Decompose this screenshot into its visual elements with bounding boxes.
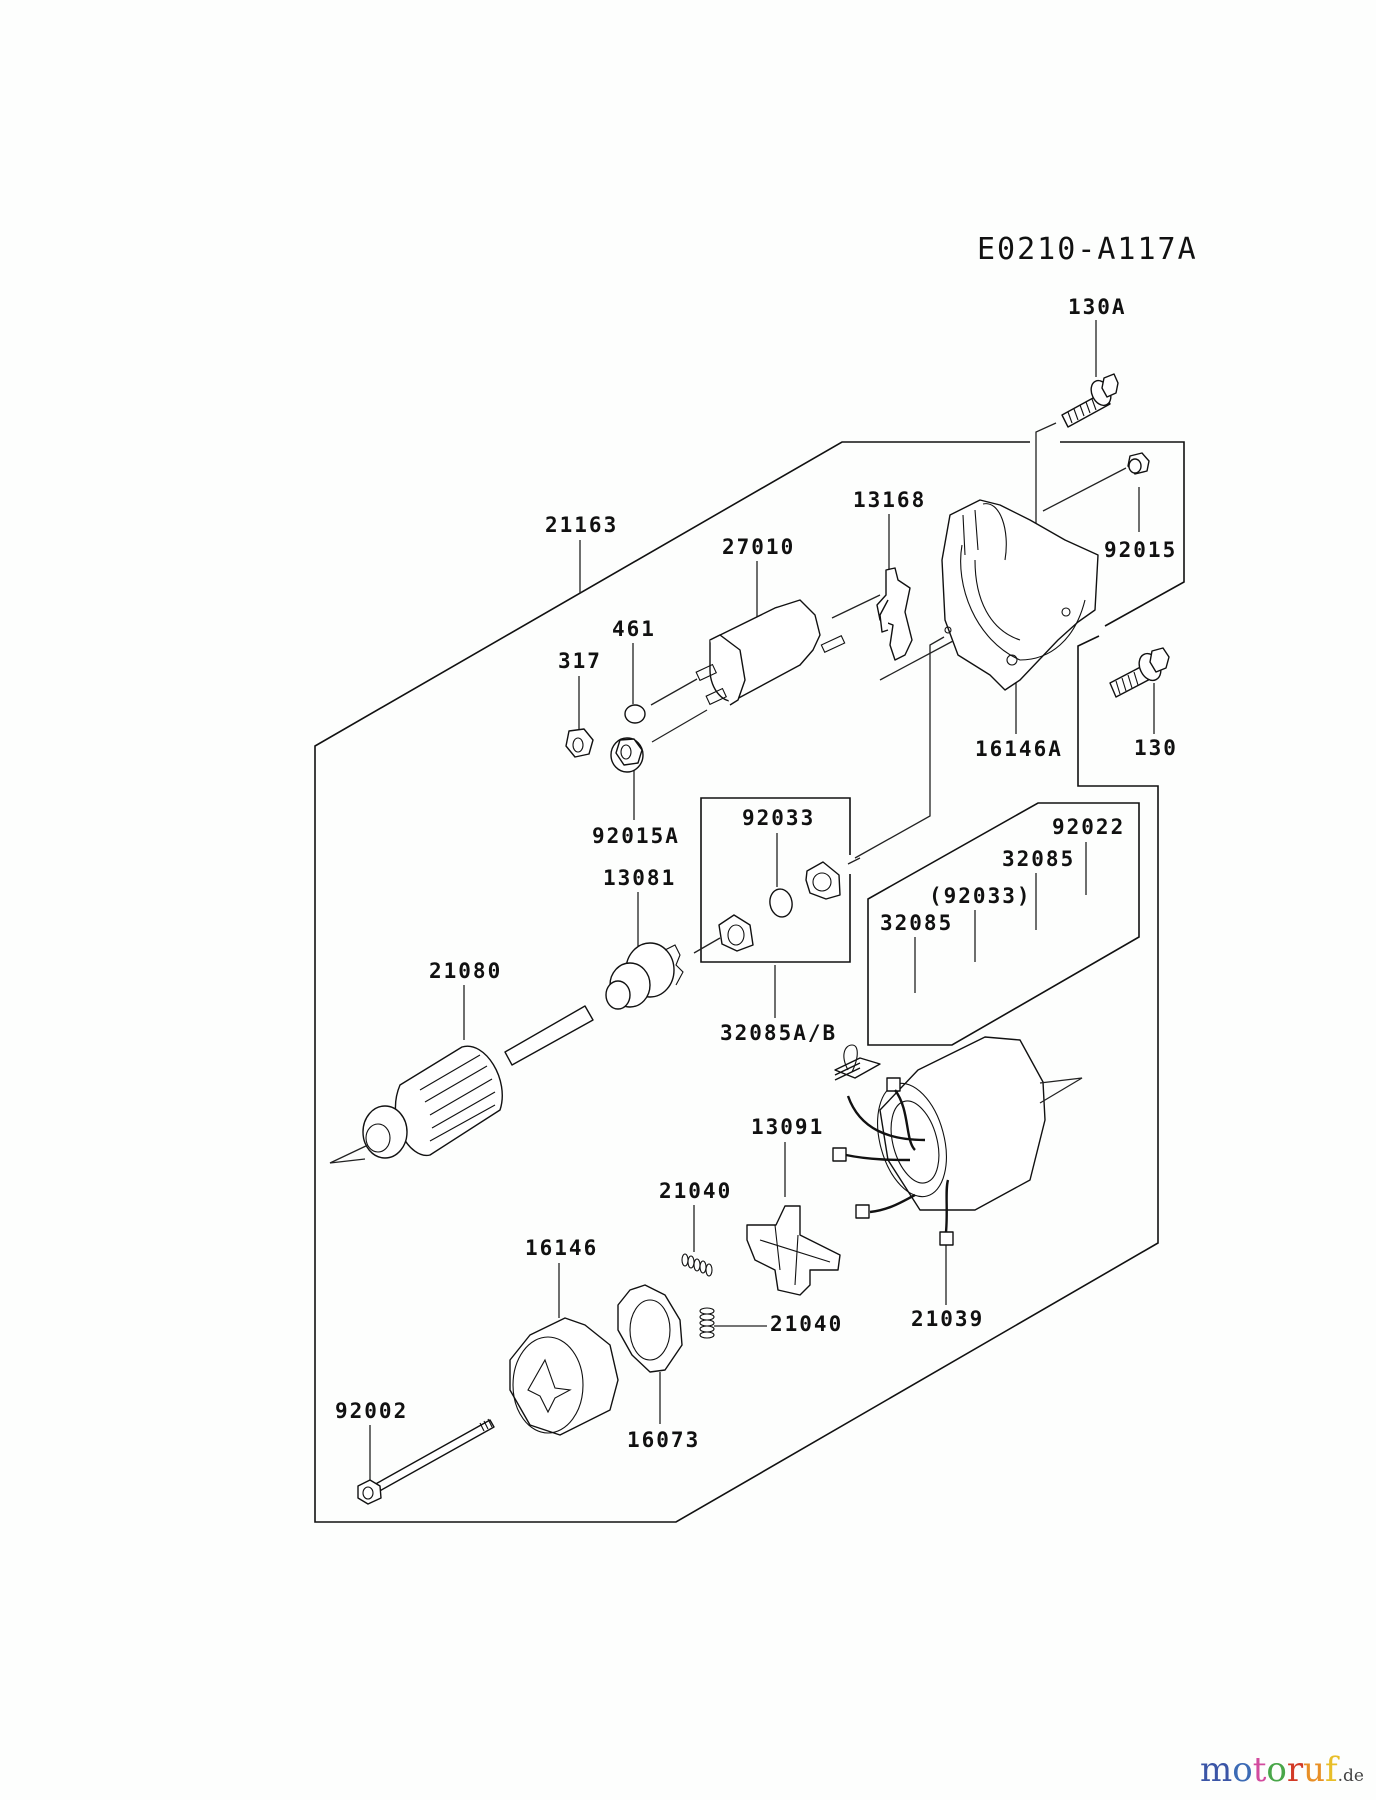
rear-cover-16146-icon[interactable]	[509, 1317, 619, 1436]
brush-plate-16073-icon[interactable]	[617, 1284, 683, 1373]
watermark-logo: motoruf.de	[1200, 1750, 1364, 1790]
brush-spring-21040-upper-icon[interactable]	[681, 1253, 713, 1277]
nut-92015-icon[interactable]	[1127, 452, 1150, 475]
label-21040-lower[interactable]: 21040	[770, 1312, 843, 1336]
watermark-letter-m: m	[1199, 1750, 1233, 1790]
label-32085AB[interactable]: 32085A/B	[720, 1021, 837, 1045]
label-92002[interactable]: 92002	[335, 1399, 408, 1423]
collar-32085-kit-left-icon[interactable]	[693, 914, 754, 954]
label-32085-lower[interactable]: 32085	[880, 911, 953, 935]
armature-21080-icon[interactable]	[329, 1005, 594, 1164]
watermark-letter-o2: o	[1266, 1750, 1287, 1790]
watermark-letter-o1: o	[1232, 1750, 1253, 1790]
label-92015[interactable]: 92015	[1104, 538, 1177, 562]
label-92033-ref[interactable]: (92033)	[929, 884, 1032, 908]
nut-317-icon[interactable]	[565, 728, 594, 758]
bolt-130-icon[interactable]	[1109, 647, 1170, 698]
kit-box-link	[847, 857, 861, 865]
part-labels: 130A 92015 130 21163 13168 27010 461 317…	[335, 295, 1178, 1452]
watermark-letter-t: t	[1252, 1750, 1267, 1790]
brush-holder-13091-icon[interactable]	[746, 1205, 841, 1296]
label-92015A[interactable]: 92015A	[592, 824, 680, 848]
snap-ring-92033-icon[interactable]	[768, 887, 795, 918]
leader-housing-armature	[879, 640, 954, 681]
label-13168[interactable]: 13168	[853, 488, 926, 512]
bolt-130A-icon[interactable]	[1061, 373, 1119, 428]
shift-lever-13168-icon[interactable]	[831, 567, 913, 661]
label-16146[interactable]: 16146	[525, 1236, 598, 1260]
watermark-tld: .de	[1337, 1766, 1364, 1786]
label-32085-upper[interactable]: 32085	[1002, 847, 1075, 871]
collar-32085-kit-icon[interactable]	[805, 861, 841, 900]
diagram-title: E0210-A117A	[977, 232, 1198, 267]
label-16073[interactable]: 16073	[627, 1428, 700, 1452]
label-92022[interactable]: 92022	[1052, 815, 1125, 839]
leader-lines	[369, 320, 1155, 1486]
label-16146A[interactable]: 16146A	[975, 737, 1063, 761]
flange-nut-92015A-icon[interactable]	[610, 737, 644, 773]
solenoid-27010-icon[interactable]	[650, 599, 846, 743]
label-21039[interactable]: 21039	[911, 1307, 984, 1331]
label-27010[interactable]: 27010	[722, 535, 795, 559]
label-130A[interactable]: 130A	[1068, 295, 1127, 319]
yoke-21039-icon[interactable]	[832, 1036, 1083, 1246]
label-317[interactable]: 317	[558, 649, 602, 673]
lock-washer-461-icon[interactable]	[624, 704, 646, 724]
watermark-letter-f: f	[1325, 1750, 1338, 1790]
watermark-letter-r: r	[1286, 1750, 1304, 1790]
label-130[interactable]: 130	[1134, 736, 1178, 760]
label-13091[interactable]: 13091	[751, 1115, 824, 1139]
front-housing-16146A-icon[interactable]	[941, 499, 1099, 691]
label-21040-upper[interactable]: 21040	[659, 1179, 732, 1203]
kit-box-32085	[867, 802, 1140, 1046]
brush-spring-21040-lower-icon[interactable]	[699, 1307, 715, 1339]
assembly-frame-right	[1060, 441, 1185, 627]
kit-box-32085AB	[700, 797, 851, 963]
label-21080[interactable]: 21080	[429, 959, 502, 983]
label-13081[interactable]: 13081	[603, 866, 676, 890]
label-21163[interactable]: 21163	[545, 513, 618, 537]
label-92033[interactable]: 92033	[742, 806, 815, 830]
kit-to-housing-leader	[854, 636, 945, 859]
watermark-letter-u: u	[1303, 1750, 1326, 1790]
through-bolt-92002-icon[interactable]	[357, 1418, 495, 1505]
label-461[interactable]: 461	[612, 617, 656, 641]
pinion-clutch-13081-icon[interactable]	[605, 942, 684, 1010]
assembly-frame	[314, 441, 1159, 1523]
leader-92015-housing	[1042, 467, 1127, 512]
